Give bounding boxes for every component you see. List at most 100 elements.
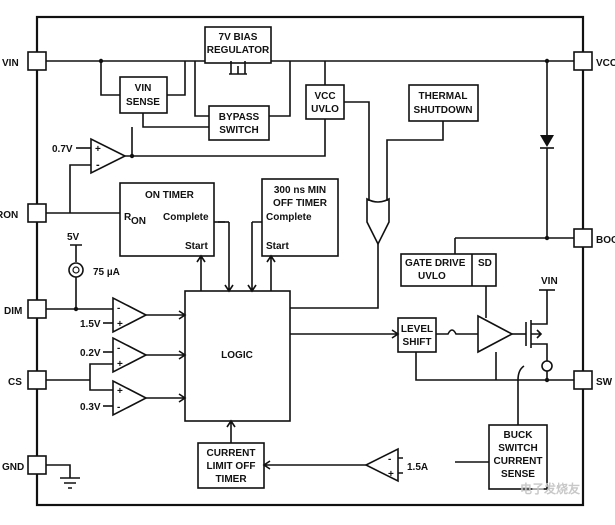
diode-to-boot-wire: [546, 148, 574, 239]
current-limit-label-1: CURRENT: [207, 448, 256, 459]
svg-text:+: +: [117, 386, 123, 397]
ref-1-5a-label: 1.5A: [407, 462, 428, 473]
off-timer-complete: Complete: [266, 212, 312, 223]
svg-text:+: +: [388, 469, 394, 480]
or-to-logic-wire: [290, 244, 379, 309]
pin-dim: DIM: [4, 299, 47, 319]
svg-text:-: -: [117, 303, 120, 314]
sw-node-circle-icon: [541, 360, 553, 372]
thermal-shutdown-label-2: SHUTDOWN: [414, 105, 473, 116]
vin-sense-label-2: SENSE: [126, 97, 160, 108]
ref-75ua-label: 75 µA: [93, 267, 120, 278]
pin-dim-label: DIM: [4, 306, 22, 317]
limit-timer-to-logic-arrow: [226, 419, 236, 443]
pin-ron: RON: [0, 203, 47, 223]
vin-sense-block: VIN SENSE: [119, 76, 168, 114]
watermark-text: 电子发烧友: [520, 481, 580, 496]
thermal-to-or-wire: [386, 121, 444, 201]
current-limit-label-3: TIMER: [215, 474, 247, 485]
thermal-shutdown-block: THERMAL SHUTDOWN: [408, 84, 479, 122]
level-shift-to-driver-wire: [436, 329, 478, 335]
ground-icon: [46, 464, 80, 489]
pin-gnd-label: GND: [2, 462, 24, 473]
sense-to-bypass-wire: [142, 113, 209, 128]
pin-vin-label: VIN: [2, 58, 19, 69]
on-timer-ron-r: R: [124, 212, 132, 223]
vin-comparator: + -: [90, 137, 127, 175]
gate-drive-sd-label: SD: [478, 258, 492, 269]
dim-comparator: - +: [112, 296, 148, 334]
buck-sense-label-3: CURRENT: [494, 456, 543, 467]
off-timer-label-2: OFF TIMER: [273, 198, 328, 209]
current-sense-comparator: - +: [364, 447, 399, 483]
cs-low-to-logic-arrow: [146, 393, 187, 403]
logic-label: LOGIC: [221, 350, 253, 361]
cs-high-to-logic-arrow: [146, 350, 187, 360]
svg-text:+: +: [95, 144, 101, 155]
vcc-uvlo-block: VCC UVLO: [305, 84, 345, 120]
thermal-shutdown-label-1: THERMAL: [419, 91, 468, 102]
comparator-to-limit-timer-arrow: [262, 460, 366, 470]
off-complete-to-logic-arrow: [247, 221, 262, 293]
bypass-switch-label-1: BYPASS: [219, 112, 260, 123]
off-timer-block: 300 ns MIN OFF TIMER Complete Start: [261, 178, 339, 257]
ref-0-7v-label: 0.7V: [52, 144, 73, 155]
ref-5v-label: 5V: [67, 232, 80, 243]
pin-vcc-label: VCC: [596, 58, 615, 69]
svg-text:-: -: [117, 343, 120, 354]
vin-to-sense-wire: [100, 61, 120, 96]
on-timer-start: Start: [185, 241, 208, 252]
pin-ron-label: RON: [0, 210, 18, 221]
supply-5v-wire: [70, 244, 82, 262]
bypass-switch-label-2: SWITCH: [219, 125, 258, 136]
bias-regulator-label-2: REGULATOR: [207, 45, 270, 56]
bypass-to-vcc-wire: [269, 61, 291, 117]
on-timer-complete: Complete: [163, 212, 209, 223]
svg-text:+: +: [117, 359, 123, 370]
logic-to-on-start-arrow: [196, 254, 206, 291]
on-timer-ron-sub: ON: [131, 216, 146, 227]
on-complete-to-logic-arrow: [218, 221, 234, 293]
regulator-pass-device-icon: [229, 61, 247, 75]
pin-boot: BOOT: [573, 228, 615, 248]
cs-to-comparators-wire: [46, 363, 113, 391]
bias-regulator-block: 7V BIAS REGULATOR: [204, 26, 272, 75]
pin-gnd: GND: [2, 455, 47, 475]
level-shift-block: LEVEL SHIFT: [397, 317, 437, 353]
svg-text:-: -: [388, 454, 391, 465]
logic-block: LOGIC: [184, 290, 291, 422]
ref-0-3v-label: 0.3V: [80, 402, 101, 413]
level-shift-to-sw-wire: [415, 352, 547, 381]
on-timer-title: ON TIMER: [145, 190, 195, 201]
current-limit-label-2: LIMIT OFF: [207, 461, 256, 472]
svg-text:+: +: [117, 319, 123, 330]
svg-text:-: -: [117, 402, 120, 413]
current-source-icon: [68, 262, 84, 278]
level-shift-label-1: LEVEL: [401, 324, 433, 335]
pin-cs-label: CS: [8, 377, 22, 388]
comparator-to-uvlo-wire: [125, 119, 326, 157]
sense-to-switch-wire: [517, 365, 525, 425]
vcc-uvlo-label-2: UVLO: [311, 104, 339, 115]
gate-drive-uvlo-block: GATE DRIVE UVLO SD: [400, 253, 497, 287]
gate-drive-label-1: GATE DRIVE: [405, 258, 466, 269]
logic-to-level-shift-arrow: [290, 329, 400, 339]
buck-sense-label-1: BUCK: [504, 430, 534, 441]
pin-vcc: VCC: [573, 51, 615, 71]
sense-to-rail-wire: [167, 61, 186, 96]
uvlo-to-or-wire: [344, 101, 370, 201]
pin-boot-label: BOOT: [596, 235, 615, 246]
vin-sense-label-1: VIN: [135, 83, 152, 94]
buck-sense-label-2: SWITCH: [498, 443, 537, 454]
gate-driver-icon: [477, 314, 514, 354]
or-gate-icon: [366, 197, 390, 246]
off-timer-start: Start: [266, 241, 289, 252]
junction-dot: [73, 306, 79, 312]
logic-to-off-start-arrow: [266, 254, 276, 291]
buck-sense-label-4: SENSE: [501, 469, 535, 480]
ron-to-comparator-wire: [69, 164, 91, 213]
ref-0-2v-label: 0.2V: [80, 348, 101, 359]
pin-cs: CS: [8, 370, 47, 390]
